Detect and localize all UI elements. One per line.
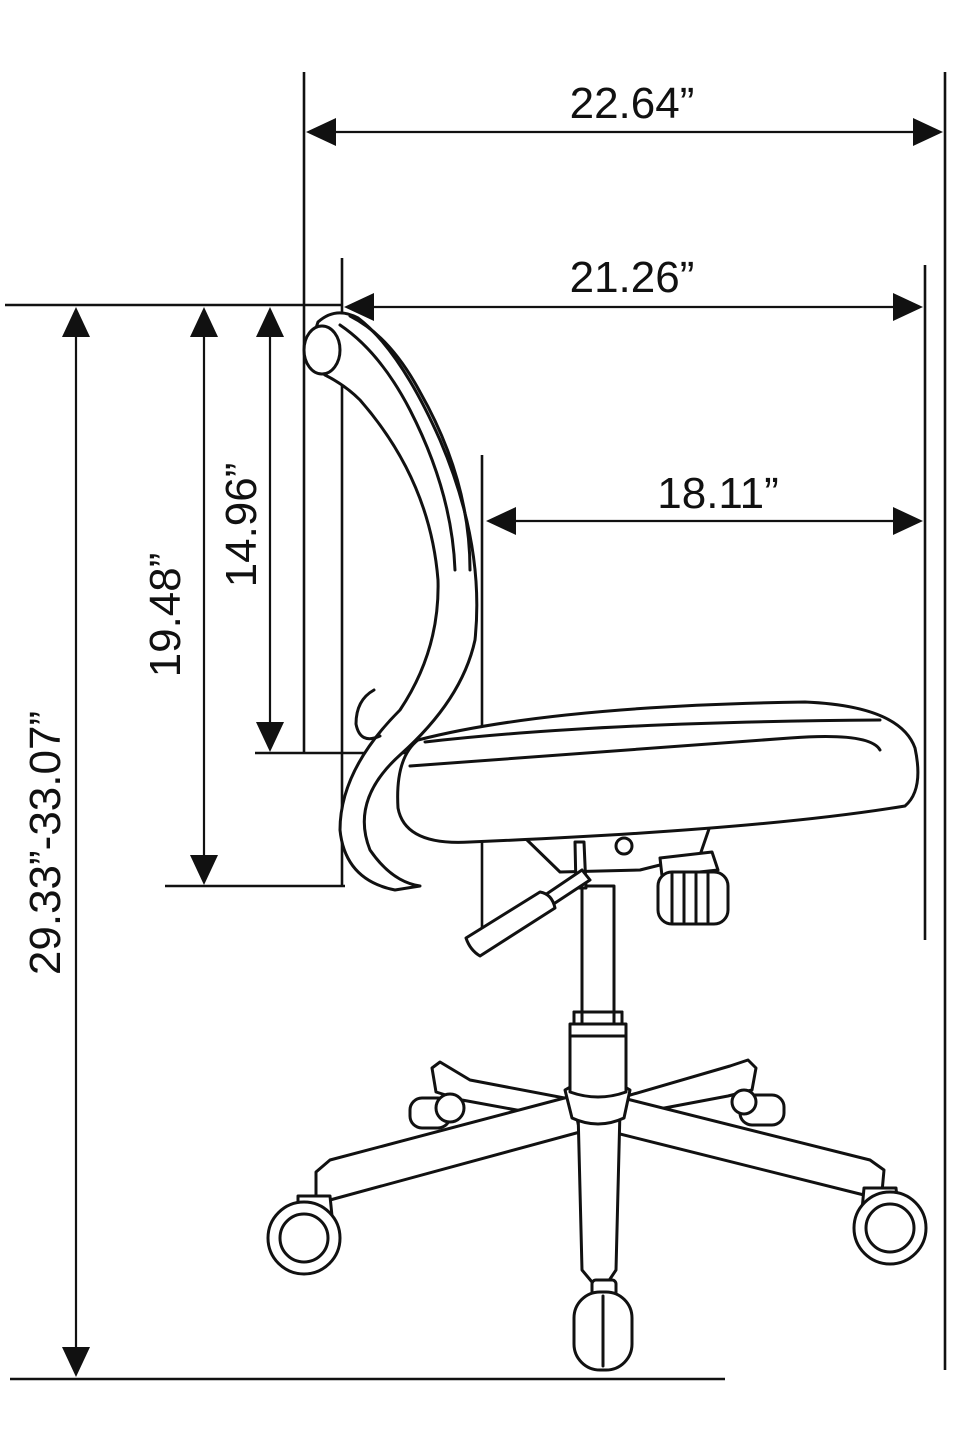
casters <box>266 1088 928 1372</box>
seat-cushion <box>396 700 920 844</box>
lever-handle <box>464 890 557 958</box>
chair-illustration <box>266 311 928 1372</box>
seat-top-edge <box>423 718 882 744</box>
mechanism-bolt <box>614 836 634 856</box>
seat-to-front-label: 18.11” <box>657 469 779 518</box>
back-to-seat-base-arrow-bottom-head <box>190 855 218 885</box>
seat-to-front-arrow-left-head <box>486 507 516 535</box>
overall-height-arrow-top-head <box>62 307 90 337</box>
base-leg-front-center <box>576 1108 622 1284</box>
backrest-edge-inner <box>338 323 457 572</box>
caster-back-left <box>408 1092 466 1130</box>
overall-height-label: 29.33”-33.07” <box>21 711 70 975</box>
caster-back-right <box>730 1088 786 1127</box>
backrest-frame <box>310 311 479 892</box>
caster-front-center <box>572 1278 634 1372</box>
seat-depth-label: 21.26” <box>570 253 695 302</box>
seat-to-front-arrow-right-head <box>893 507 923 535</box>
gas-cylinder-cover <box>568 1022 628 1099</box>
back-height-arrow-top-head <box>256 307 284 337</box>
backrest-edge-outer <box>348 314 472 572</box>
overall-depth-label: 22.64” <box>570 79 695 128</box>
seat-depth-arrow-right-head <box>893 293 923 321</box>
seat-depth-arrow-left-head <box>344 293 374 321</box>
dimension-labels: 22.64” 21.26” 18.11” 14.96” 19.48” 29.33… <box>21 79 779 975</box>
backrest-lumbar <box>354 688 382 741</box>
overall-height-arrow-bottom-head <box>62 1347 90 1377</box>
back-to-seat-base-label: 19.48” <box>141 553 190 678</box>
tension-knob-collar <box>658 850 720 878</box>
gas-cylinder <box>568 884 628 1099</box>
backrest <box>302 311 479 892</box>
overall-depth-arrow-left-head <box>306 118 336 146</box>
back-height-label: 14.96” <box>217 463 266 588</box>
back-to-seat-base-arrow-top-head <box>190 307 218 337</box>
seat-seam <box>408 735 882 768</box>
caster-front-right <box>852 1186 928 1266</box>
gas-cylinder-upper <box>580 884 616 1026</box>
tension-knob <box>656 870 730 926</box>
overall-depth-arrow-right-head <box>913 118 943 146</box>
back-height-arrow-bottom-head <box>256 722 284 752</box>
seat <box>396 700 920 844</box>
dimension-arrows <box>62 118 943 1377</box>
caster-front-left <box>266 1194 342 1276</box>
backrest-top-cap <box>302 324 342 376</box>
